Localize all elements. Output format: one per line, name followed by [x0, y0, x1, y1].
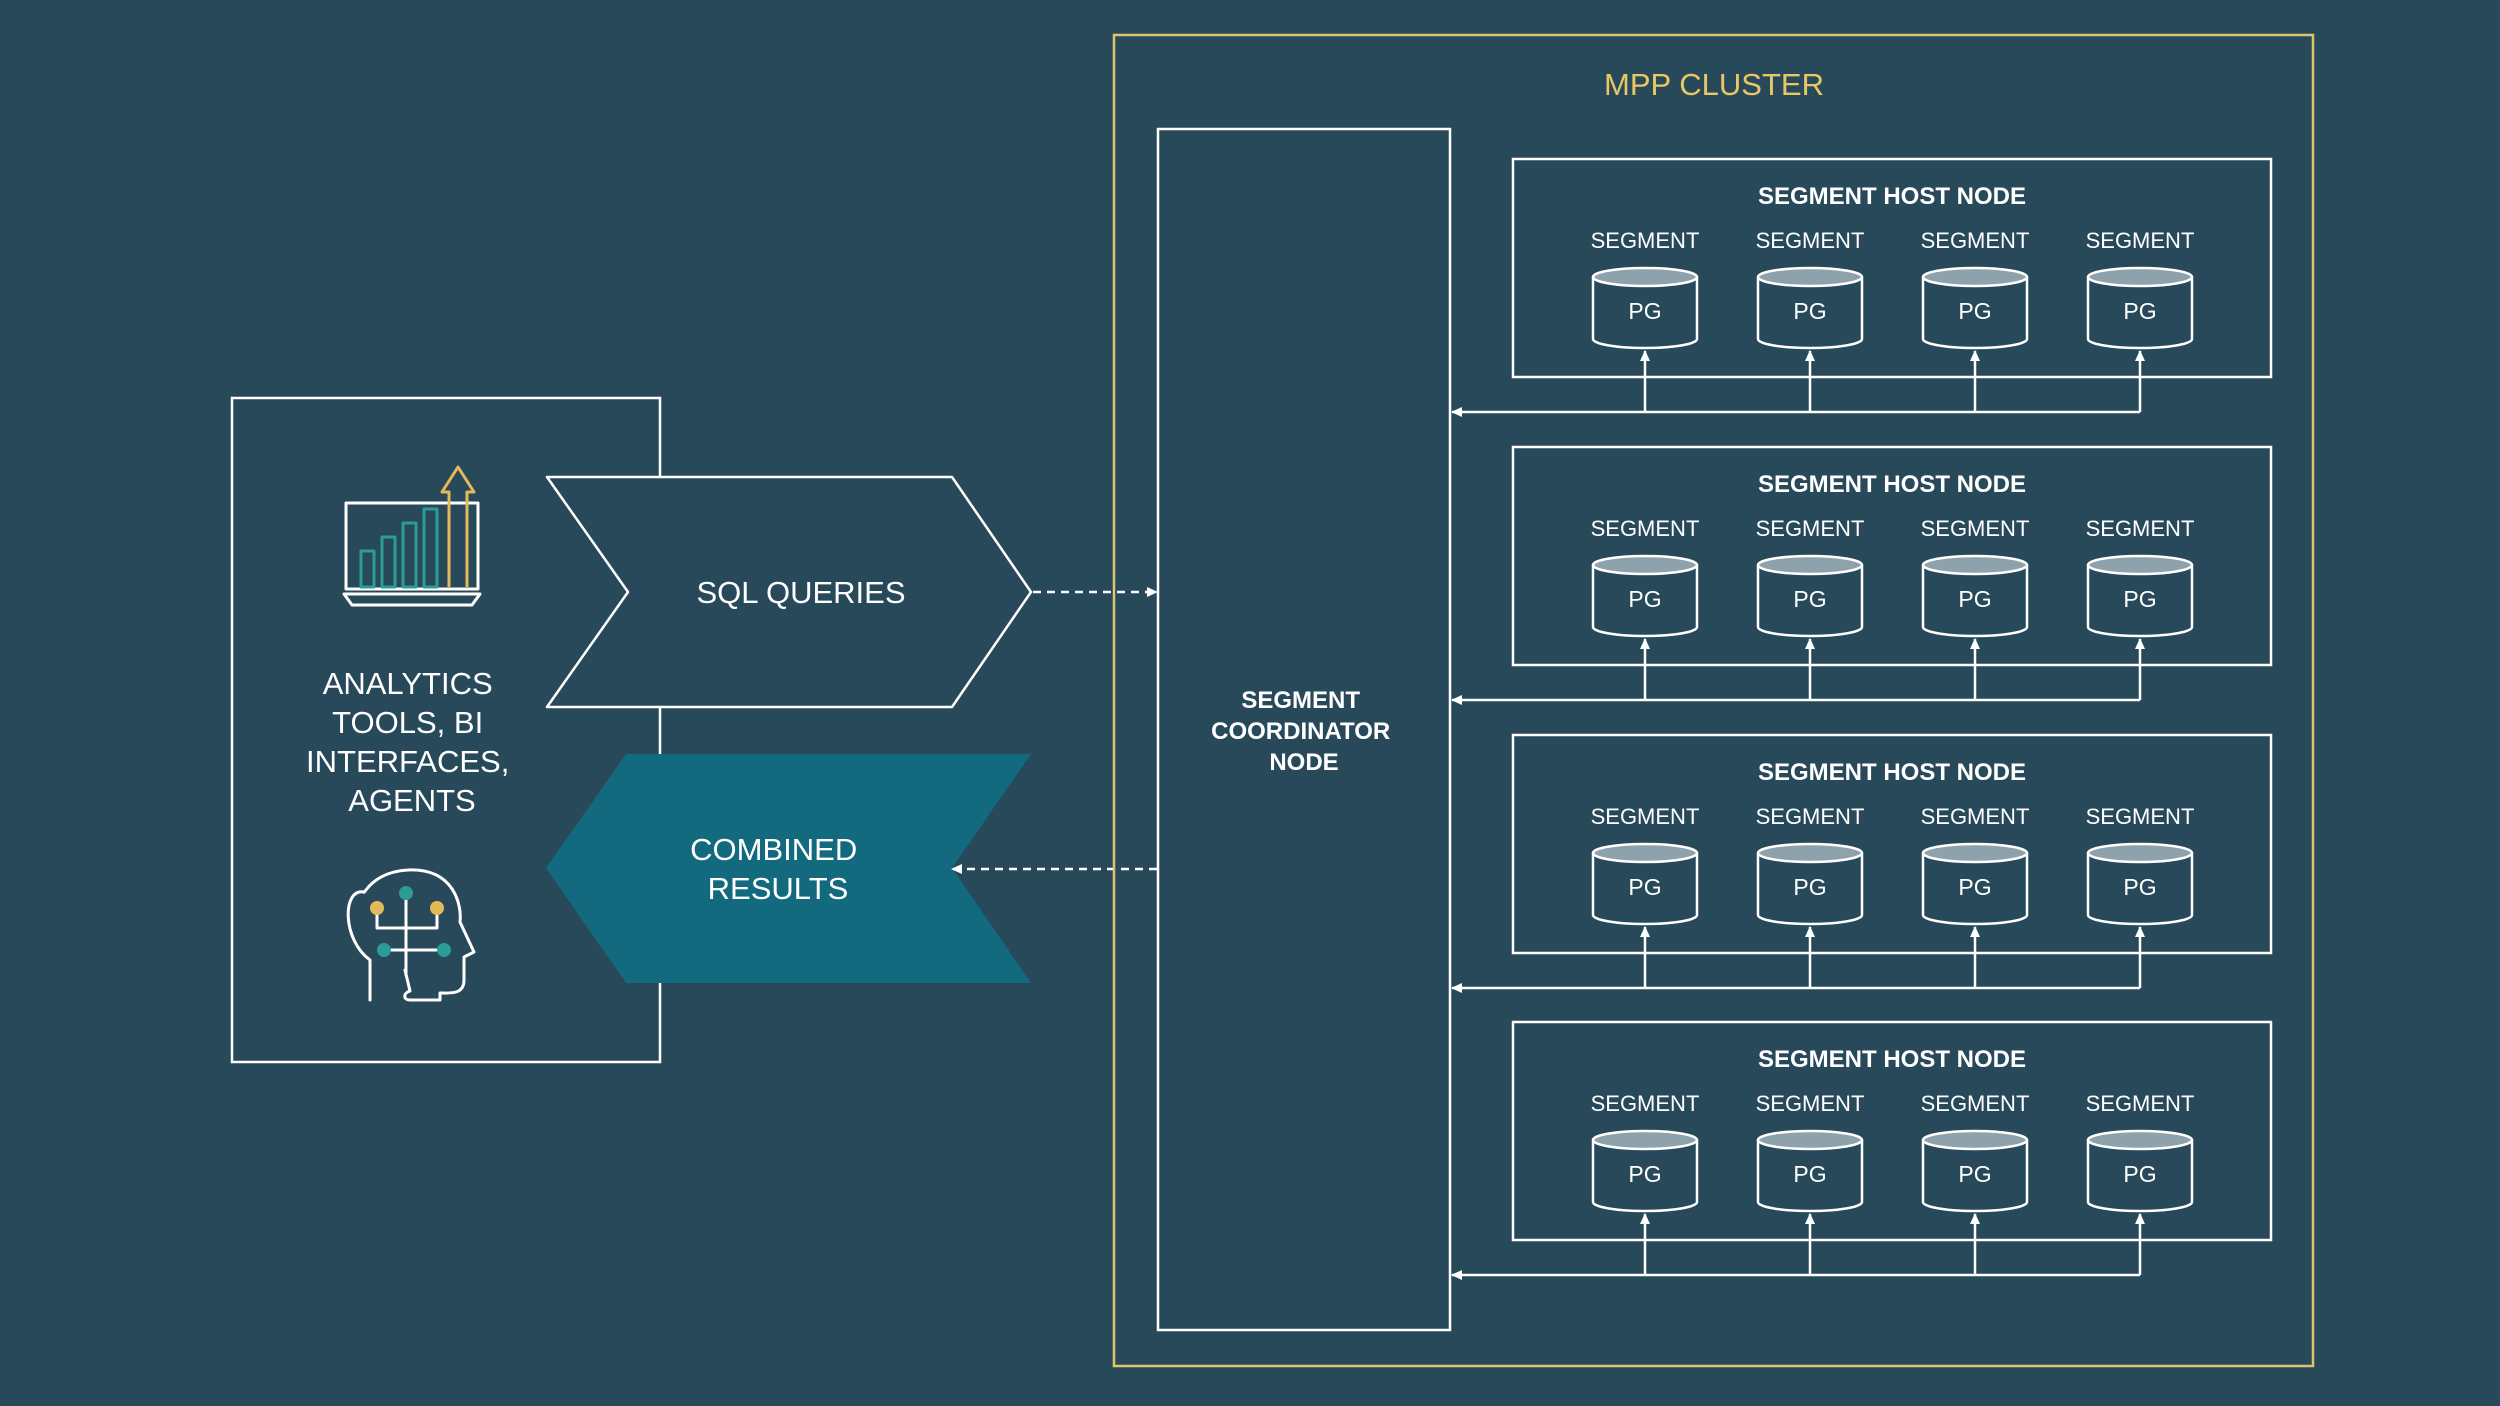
pg-label: PG — [1628, 874, 1661, 900]
pg-database-icon — [1591, 554, 1699, 638]
pg-database-icon — [1756, 554, 1864, 638]
pg-label: PG — [1958, 298, 1991, 324]
combined-results-arrow — [546, 754, 1031, 983]
segment-label: SEGMENT — [1921, 516, 2030, 541]
mpp-cluster-box — [1112, 33, 2315, 1368]
client-label: ANALYTICS TOOLS, BI INTERFACES, AGENTS — [306, 666, 518, 818]
pg-label: PG — [2123, 874, 2156, 900]
segment-host-node-title: SEGMENT HOST NODE — [1758, 471, 2026, 498]
pg-label: PG — [1628, 1161, 1661, 1187]
pg-label: PG — [1958, 874, 1991, 900]
pg-label: PG — [1793, 298, 1826, 324]
segment-label: SEGMENT — [1591, 516, 1700, 541]
segment-host-node-title: SEGMENT HOST NODE — [1758, 759, 2026, 786]
client-label-line: TOOLS, BI — [332, 705, 483, 740]
coordinator-label-line: COORDINATOR — [1211, 718, 1390, 745]
client-label-line: AGENTS — [348, 783, 475, 818]
pg-database-icon — [2086, 266, 2194, 350]
segment-label: SEGMENT — [2086, 804, 2195, 829]
segment-host-node-title: SEGMENT HOST NODE — [1758, 1046, 2026, 1073]
pg-label: PG — [1958, 586, 1991, 612]
segment-label: SEGMENT — [1591, 228, 1700, 253]
segment-label: SEGMENT — [2086, 516, 2195, 541]
segment-label: SEGMENT — [1756, 228, 1865, 253]
segment-label: SEGMENT — [1756, 804, 1865, 829]
segment-label: SEGMENT — [1921, 804, 2030, 829]
coordinator-label-line: SEGMENT — [1241, 687, 1360, 714]
pg-label: PG — [1628, 586, 1661, 612]
pg-database-icon — [2086, 842, 2194, 926]
coordinator-label-line: NODE — [1269, 749, 1338, 776]
client-box — [230, 396, 662, 1064]
segment-label: SEGMENT — [1921, 1091, 2030, 1116]
pg-label: PG — [1793, 586, 1826, 612]
segment-host-node-box — [1511, 733, 2273, 955]
coordinator-node-label: SEGMENT COORDINATOR NODE — [1211, 687, 1397, 776]
laptop-bar-chart-icon — [342, 465, 482, 607]
pg-database-icon — [1591, 842, 1699, 926]
segment-host-node-box — [1511, 157, 2273, 379]
ai-head-network-icon — [346, 868, 476, 1002]
pg-label: PG — [2123, 1161, 2156, 1187]
segment-label: SEGMENT — [1756, 516, 1865, 541]
pg-label: PG — [1958, 1161, 1991, 1187]
pg-database-icon — [1921, 266, 2029, 350]
pg-database-icon — [1591, 1129, 1699, 1213]
pg-label: PG — [1793, 1161, 1826, 1187]
pg-database-icon — [1921, 842, 2029, 926]
segment-label: SEGMENT — [2086, 1091, 2195, 1116]
sql-queries-label: SQL QUERIES — [696, 575, 905, 610]
combined-results-line: COMBINED — [690, 832, 857, 867]
segment-label: SEGMENT — [1591, 804, 1700, 829]
pg-database-icon — [1756, 266, 1864, 350]
pg-database-icon — [1591, 266, 1699, 350]
client-label-line: ANALYTICS — [323, 666, 493, 701]
coordinator-node-box — [1156, 127, 1452, 1332]
mpp-cluster-title: MPP CLUSTER — [1604, 67, 1824, 102]
pg-database-icon — [2086, 1129, 2194, 1213]
pg-database-icon — [1921, 554, 2029, 638]
combined-results-line: RESULTS — [708, 871, 849, 906]
segment-host-nodes: SEGMENT HOST NODE SEGMENT PG SEGMENT PG SEGME… — [1451, 157, 2273, 1280]
segment-label: SEGMENT — [1756, 1091, 1865, 1116]
segment-host-node-box — [1511, 445, 2273, 667]
sql-queries-arrow — [545, 475, 1033, 709]
pg-database-icon — [1756, 842, 1864, 926]
segment-label: SEGMENT — [1591, 1091, 1700, 1116]
client-label-line: INTERFACES, — [306, 744, 509, 779]
pg-database-icon — [2086, 554, 2194, 638]
pg-label: PG — [1793, 874, 1826, 900]
pg-label: PG — [2123, 298, 2156, 324]
pg-database-icon — [1756, 1129, 1864, 1213]
segment-label: SEGMENT — [1921, 228, 2030, 253]
segment-label: SEGMENT — [2086, 228, 2195, 253]
segment-host-node-title: SEGMENT HOST NODE — [1758, 183, 2026, 210]
pg-label: PG — [2123, 586, 2156, 612]
pg-label: PG — [1628, 298, 1661, 324]
pg-database-icon — [1921, 1129, 2029, 1213]
segment-host-node-box — [1511, 1020, 2273, 1242]
combined-results-label: COMBINED RESULTS — [690, 832, 866, 906]
